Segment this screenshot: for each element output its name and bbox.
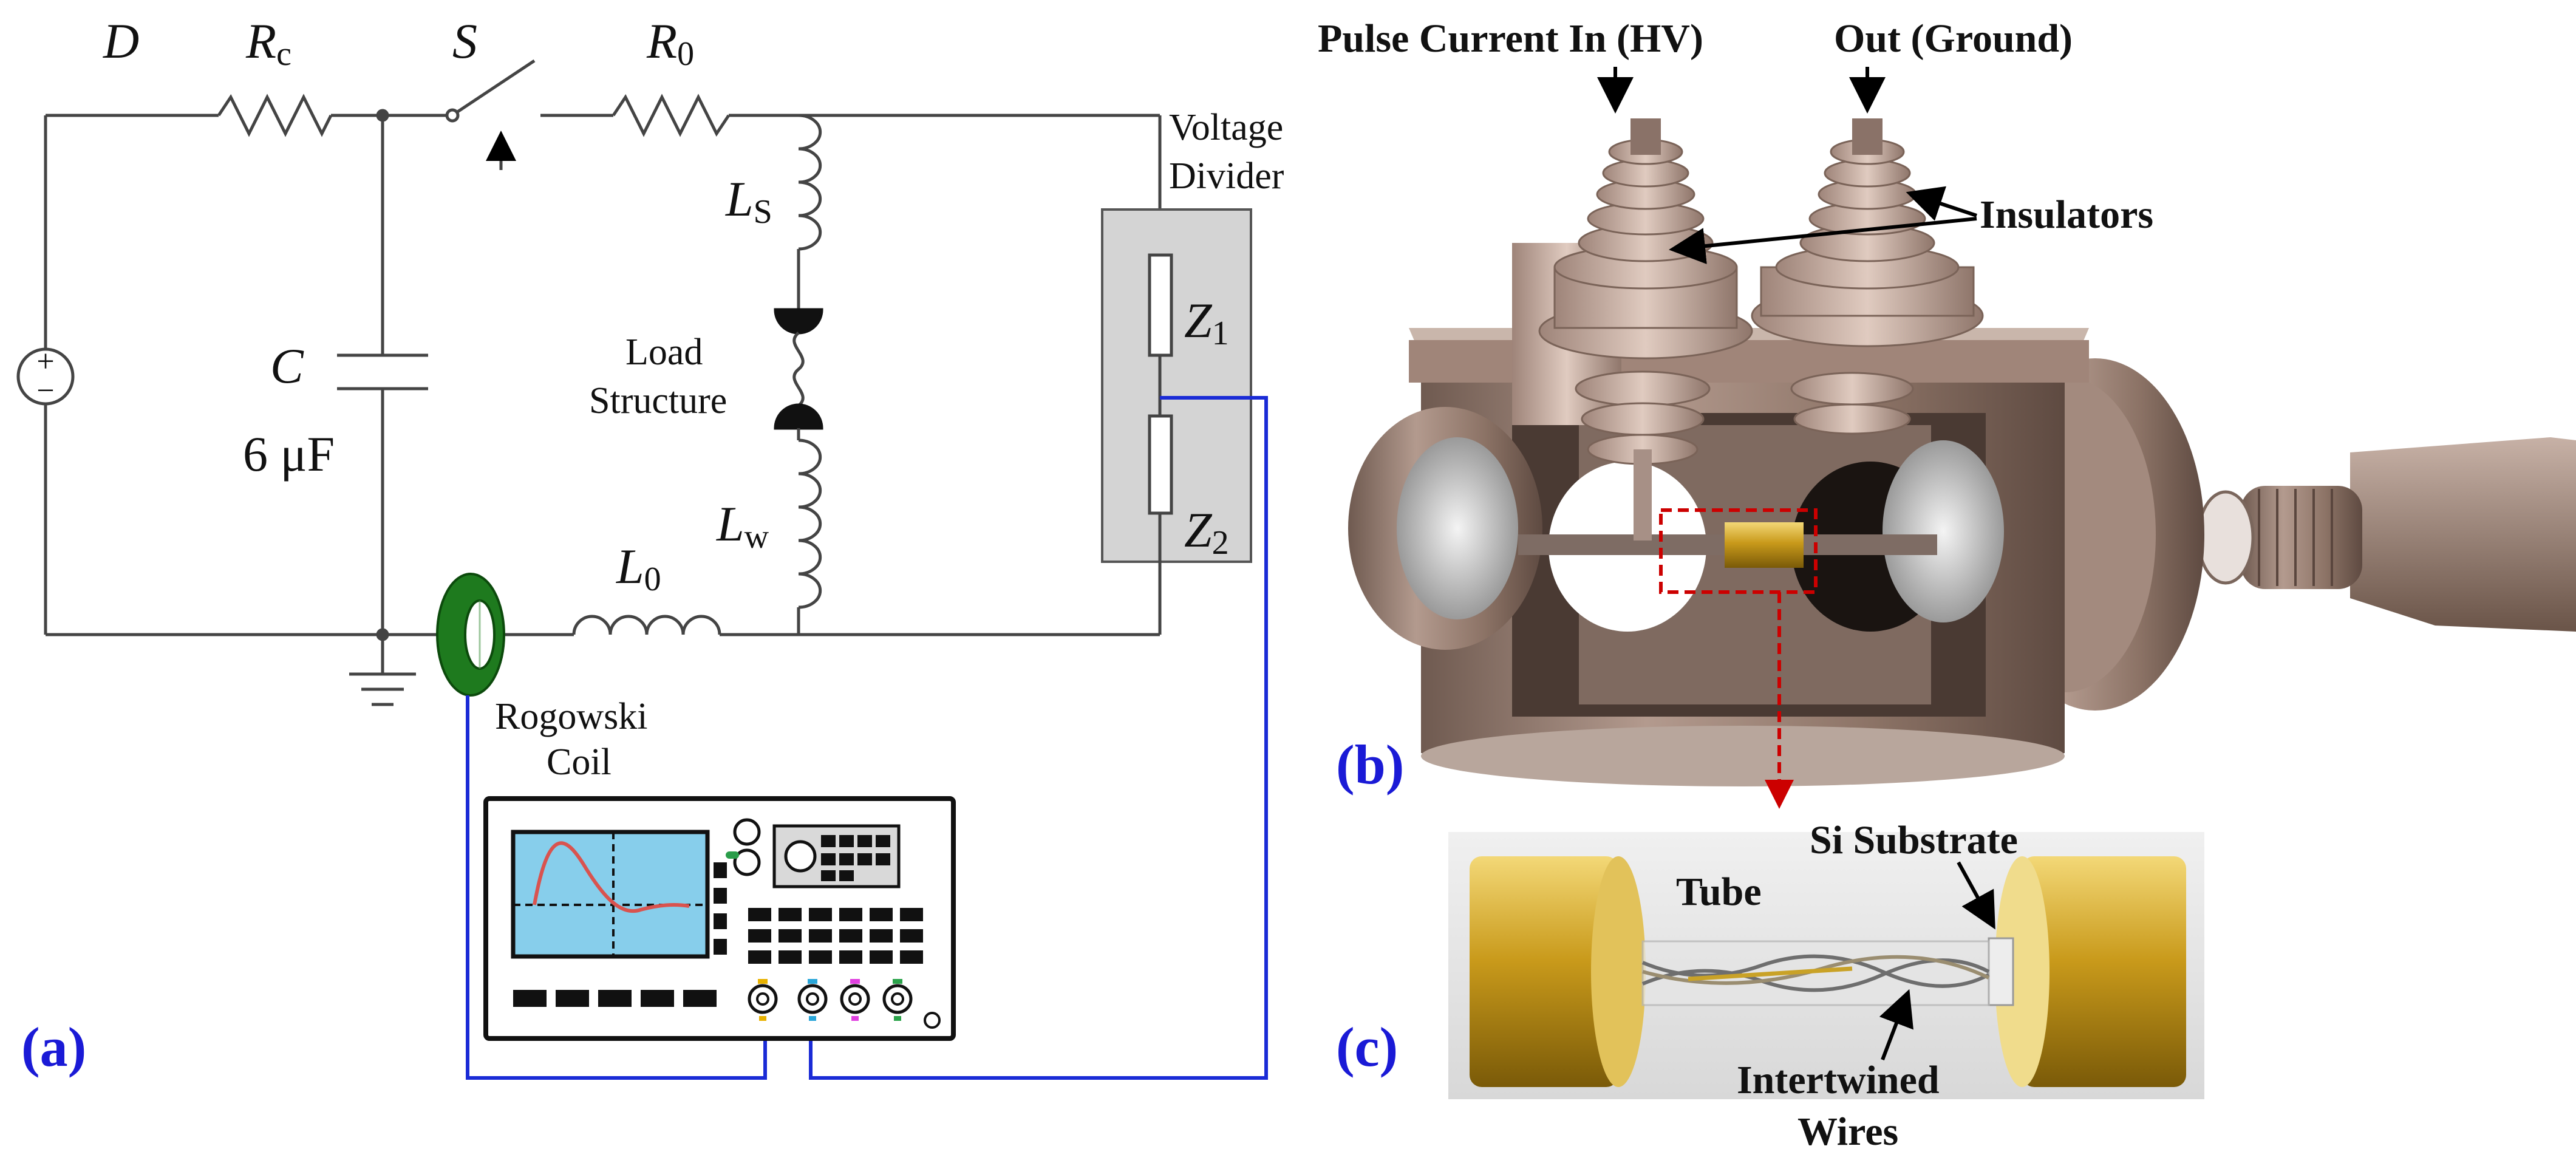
switch-blade: [455, 59, 536, 114]
electrode-gold-right: [1767, 522, 1804, 568]
gold-wire-highlight: [1688, 966, 1853, 981]
hv-terminal: [1630, 118, 1661, 155]
oscilloscope-trace: [533, 841, 690, 913]
load-electrode-top: [774, 308, 823, 335]
signal-cables: [466, 396, 1268, 1080]
label-cap-c: C: [270, 338, 304, 394]
label-source-d: D: [103, 13, 139, 69]
rogowski-coil: [436, 573, 505, 697]
label-lw: Lw: [716, 496, 769, 556]
label-rc: Rc: [245, 13, 291, 73]
chamber-lid-edge: [1409, 340, 2089, 383]
gold-electrode-right: [2022, 856, 2186, 1087]
label-l0: L0: [616, 539, 661, 598]
label-z1: Z1: [1184, 293, 1229, 352]
load-detail: [1448, 832, 2204, 1099]
label-tube: Tube: [1676, 870, 1762, 914]
gold-electrode-right-face: [1995, 856, 2050, 1087]
label-wires-1: Intertwined: [1737, 1058, 1940, 1102]
ground-terminal: [1852, 118, 1883, 155]
arrow-intertwined-wires: [1879, 989, 1913, 1061]
load-electrode-bottom: [774, 403, 823, 430]
oscilloscope-screen: [511, 830, 710, 959]
label-z2: Z2: [1184, 502, 1229, 562]
circuit-diagram: [16, 59, 1252, 706]
load-wire: [792, 332, 805, 407]
hv-feedthrough: [1634, 449, 1652, 540]
label-cap-value: 6 μF: [243, 426, 335, 482]
load-detail-arrows: [1879, 861, 1995, 1061]
glass-tube: [1641, 940, 1990, 1006]
cable-rogowski: [466, 695, 767, 1080]
arrow-insulator-ground: [1906, 186, 1977, 221]
label-out-ground: Out (Ground): [1834, 16, 2073, 61]
impedance-z1: [1148, 253, 1173, 357]
window-left-glass: [1397, 437, 1518, 619]
cable-voltage-divider: [809, 396, 1268, 1080]
oscilloscope: [483, 796, 956, 1041]
label-rogowski-2: Coil: [547, 742, 612, 783]
label-switch-s: S: [452, 13, 477, 69]
window-right-glass: [1883, 440, 2004, 622]
label-rogowski-1: Rogowski: [495, 696, 647, 737]
arrow-si-substrate: [1957, 861, 1995, 930]
label-load-2: Structure: [589, 380, 727, 421]
si-substrate: [1988, 937, 2014, 1006]
panel-label-c: (c): [1336, 1016, 1398, 1078]
source-minus: −: [36, 373, 54, 408]
load-detail-labels: Si Substrate Tube Intertwined Wires: [1676, 818, 2018, 1154]
label-load-1: Load: [625, 332, 703, 373]
label-wires-2: Wires: [1797, 1110, 1898, 1154]
chamber-base: [1421, 726, 2065, 786]
inductor-l0: [572, 615, 721, 635]
inductor-ls: [798, 114, 822, 251]
switch-contact-left: [445, 108, 460, 123]
panel-label-a: (a): [21, 1016, 86, 1078]
connector-housing: [2350, 437, 2576, 632]
electrode-gold-left: [1725, 522, 1767, 568]
gold-electrode-left: [1470, 856, 1618, 1087]
gold-electrode-left-face: [1591, 856, 1646, 1087]
label-pulse-in: Pulse Current In (HV): [1318, 16, 1703, 61]
source-plus: +: [36, 344, 54, 379]
connector-face: [2196, 490, 2255, 585]
panel-label-b: (b): [1336, 734, 1404, 796]
chamber-illustration: [1348, 118, 2576, 809]
chamber-arrows: [1597, 67, 1977, 265]
chamber-labels: Pulse Current In (HV) Out (Ground) Insul…: [1318, 16, 2153, 237]
voltage-divider-box: [1101, 208, 1252, 563]
resistor-rc: [217, 94, 333, 137]
label-ls: LS: [725, 171, 772, 231]
label-vd-1: Voltage: [1169, 107, 1283, 148]
label-r0: R0: [646, 13, 694, 73]
inductor-lw: [798, 438, 822, 609]
voltage-source: [16, 347, 75, 406]
callout-box: [1659, 508, 1818, 594]
arrow-insulator-hv: [1669, 217, 1977, 265]
label-si-substrate: Si Substrate: [1810, 818, 2018, 862]
impedance-z2: [1148, 414, 1173, 515]
circuit-labels: D Rc S R0 C 6 μF LS Load Structure Lw L0…: [36, 13, 1284, 783]
label-insulators: Insulators: [1980, 193, 2153, 237]
label-vd-2: Divider: [1169, 155, 1284, 197]
resistor-r0: [612, 94, 731, 137]
